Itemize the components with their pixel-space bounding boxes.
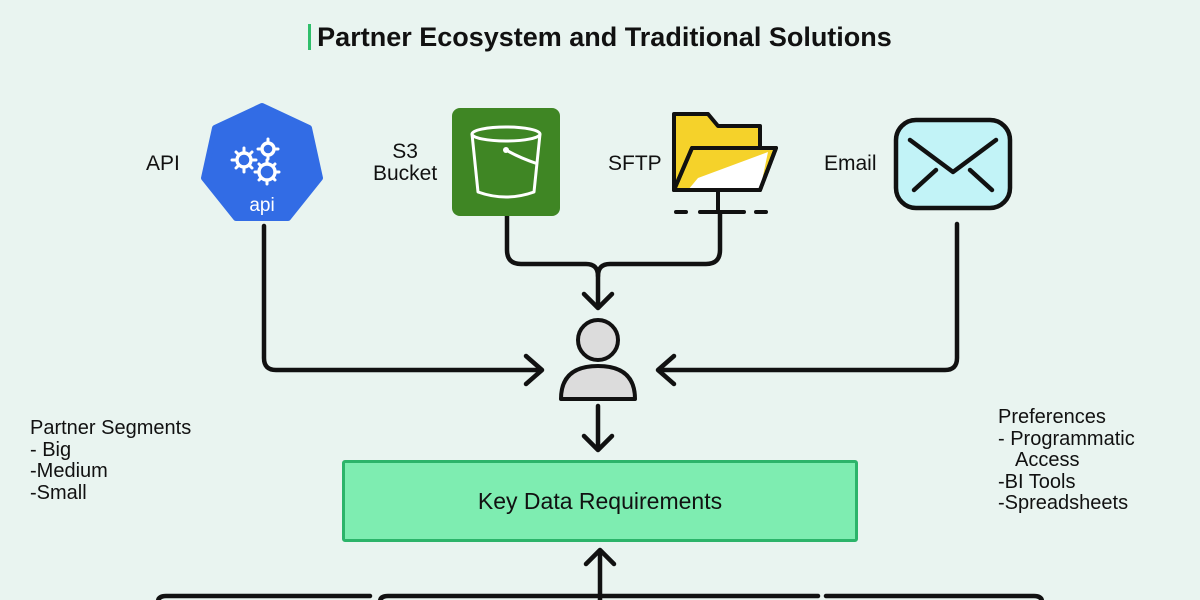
api-label: API bbox=[146, 152, 180, 175]
preference-item: Access bbox=[1015, 449, 1080, 471]
kubernetes-api-icon: api bbox=[201, 103, 323, 221]
title-accent-bar bbox=[308, 24, 312, 50]
preferences-heading: Preferences bbox=[998, 406, 1106, 428]
s3-label-line1: S3 bbox=[392, 140, 418, 163]
key-data-requirements-label: Key Data Requirements bbox=[477, 487, 723, 514]
s3-label-line2: Bucket bbox=[373, 162, 438, 185]
email-arrowhead bbox=[655, 353, 677, 387]
partner-segment-item: - Big bbox=[30, 438, 72, 461]
api-arrowhead bbox=[523, 353, 545, 387]
folder-icon bbox=[672, 112, 778, 214]
bucket-icon bbox=[452, 108, 560, 216]
bottom-branch-right bbox=[823, 593, 1045, 600]
partner-segments-note: Partner Segments - Big -Medium -Small bbox=[30, 417, 192, 504]
partner-segment-item: -Medium bbox=[30, 460, 108, 482]
partner-segments-heading: Partner Segments bbox=[30, 417, 192, 439]
diagram-title: Partner Ecosystem and Traditional Soluti… bbox=[0, 22, 1200, 53]
s3-label: S3 Bucket bbox=[373, 141, 437, 185]
preference-item: - Programmatic bbox=[998, 427, 1135, 450]
preference-item: -Spreadsheets bbox=[998, 492, 1129, 514]
api-badge-text: api bbox=[249, 195, 274, 216]
key-data-requirements-box: Key Data Requirements bbox=[342, 460, 858, 542]
person-icon bbox=[559, 318, 637, 401]
envelope-icon bbox=[893, 117, 1013, 211]
preference-item: -BI Tools bbox=[998, 470, 1076, 493]
api-connector bbox=[261, 223, 541, 373]
bottom-branch-left bbox=[155, 593, 373, 600]
bottom-to-box-arrowhead bbox=[583, 547, 617, 567]
person-to-box-arrowhead bbox=[581, 433, 615, 453]
sftp-connector bbox=[595, 211, 723, 279]
bottom-branch-middle bbox=[377, 593, 821, 600]
email-label: Email bbox=[824, 152, 877, 175]
sftp-label: SFTP bbox=[608, 152, 662, 175]
merge-arrowhead bbox=[581, 291, 615, 311]
title-text: Partner Ecosystem and Traditional Soluti… bbox=[317, 22, 892, 52]
partner-segment-item: -Small bbox=[30, 481, 87, 504]
email-connector bbox=[659, 221, 960, 373]
preferences-note: Preferences - Programmatic Access -BI To… bbox=[998, 406, 1135, 515]
